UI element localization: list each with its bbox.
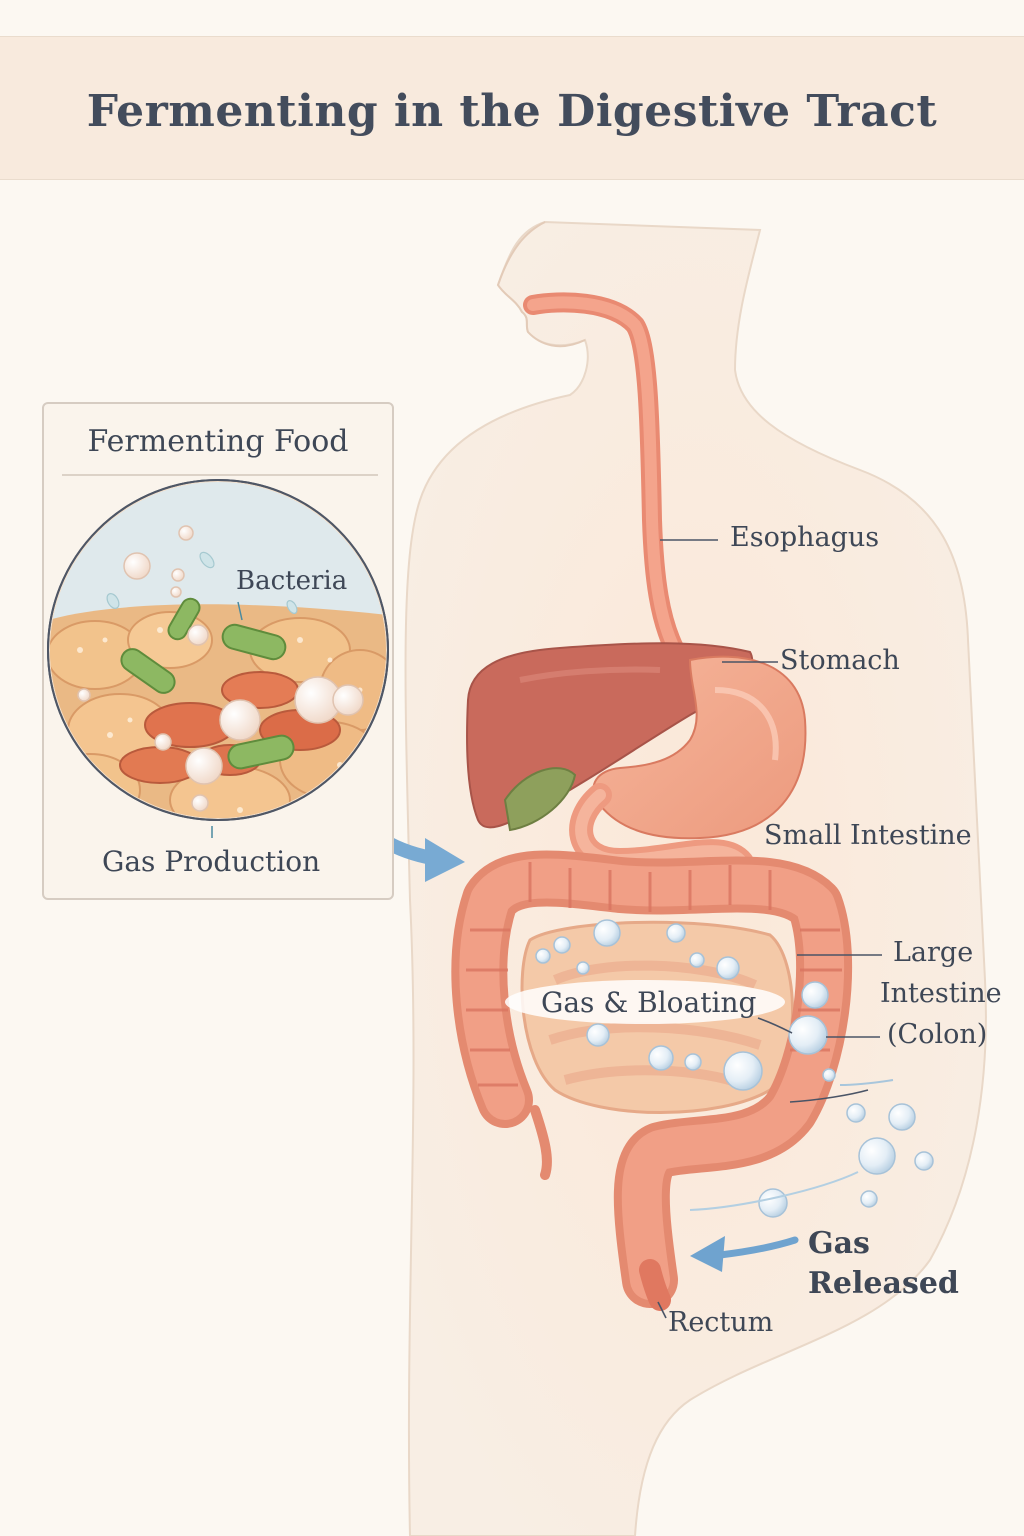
- gas-released-arrow: [716, 1236, 799, 1259]
- gas-released-label-line1: Gas: [808, 1226, 870, 1261]
- gallbladder: [503, 767, 577, 832]
- bacteria-label: Bacteria: [236, 566, 348, 596]
- large-intestine-label-line1: Large: [893, 937, 974, 968]
- leader-colon-lower: [789, 1089, 869, 1103]
- esophagus-label: Esophagus: [730, 522, 880, 553]
- gas-released-label-line2: Released: [808, 1266, 959, 1301]
- large-intestine-label-line3: (Colon): [887, 1019, 988, 1050]
- title-band: [0, 36, 1024, 180]
- inset-title: Fermenting Food: [87, 424, 349, 459]
- small-intestine-label: Small Intestine: [764, 820, 972, 851]
- leader-rectum: [657, 1301, 667, 1319]
- inset-divider: [62, 474, 378, 476]
- stomach-label: Stomach: [780, 645, 900, 676]
- appendix: [530, 1105, 552, 1180]
- rectum-label: Rectum: [668, 1307, 774, 1338]
- face-profile: [496, 221, 586, 348]
- rectum-organ: [639, 1259, 671, 1311]
- large-intestine-label-line2: Intestine: [880, 978, 1002, 1009]
- page-title: Fermenting in the Digestive Tract: [86, 86, 938, 137]
- gas-bloating-label: Gas & Bloating: [541, 986, 757, 1019]
- gas-bubbles: [535, 919, 836, 1091]
- fermenting-food-panel: Fermenting Food: [42, 402, 394, 900]
- gas-production-label: Gas Production: [102, 845, 321, 878]
- gas-bloating-glow: [505, 980, 785, 1024]
- leader-gas-bloating: [757, 1017, 793, 1034]
